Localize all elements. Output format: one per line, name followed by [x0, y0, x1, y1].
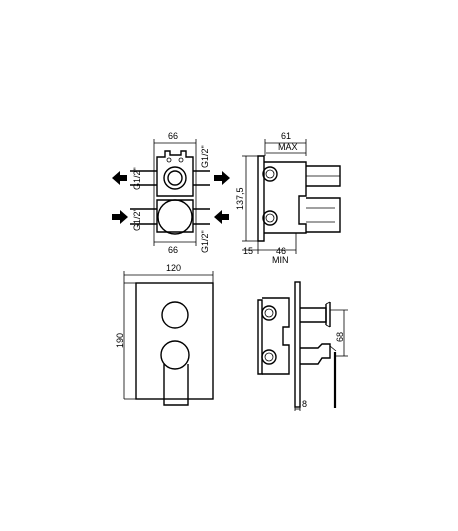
- dim-depth-min: 46: [276, 246, 286, 256]
- dim-plate-thickness: 8: [302, 399, 307, 409]
- arrow-right-top-icon: [214, 171, 230, 185]
- label-max: MAX: [278, 142, 298, 152]
- dim-plate-width: 120: [166, 263, 181, 273]
- dim-offset: 15: [243, 246, 253, 256]
- arrow-left-bottom-right-icon: [214, 210, 229, 224]
- thread-label-top-left: G1/2": [132, 167, 142, 190]
- side-view-valve-body: 61 MAX 137,5 15 46 MIN: [235, 131, 341, 265]
- dim-width-top: 66: [168, 131, 178, 141]
- dim-height: 137,5: [235, 187, 245, 210]
- diverter-knob: [161, 301, 189, 329]
- arrow-left-top-icon: [112, 171, 127, 185]
- thread-label-top-right: G1/2": [200, 145, 210, 168]
- label-min: MIN: [272, 255, 289, 265]
- mixer-handle-lever: [163, 364, 189, 406]
- thread-label-bottom-left: G1/2": [132, 208, 142, 231]
- front-view-cover-plate: 120 190: [115, 263, 214, 406]
- dim-knob-offset: 68: [335, 332, 345, 342]
- front-view-valve-body: 66 66 G1/2" G1/2" G1/2" G1/2": [112, 131, 230, 255]
- dim-depth-max: 61: [281, 131, 291, 141]
- dim-width-bottom: 66: [168, 245, 178, 255]
- mixer-handle-base: [160, 340, 190, 370]
- side-view-assembled: 68 8: [257, 281, 348, 411]
- arrow-right-bottom-left-icon: [112, 210, 128, 224]
- thread-label-bottom-right: G1/2": [200, 230, 210, 253]
- dim-plate-height: 190: [115, 333, 125, 348]
